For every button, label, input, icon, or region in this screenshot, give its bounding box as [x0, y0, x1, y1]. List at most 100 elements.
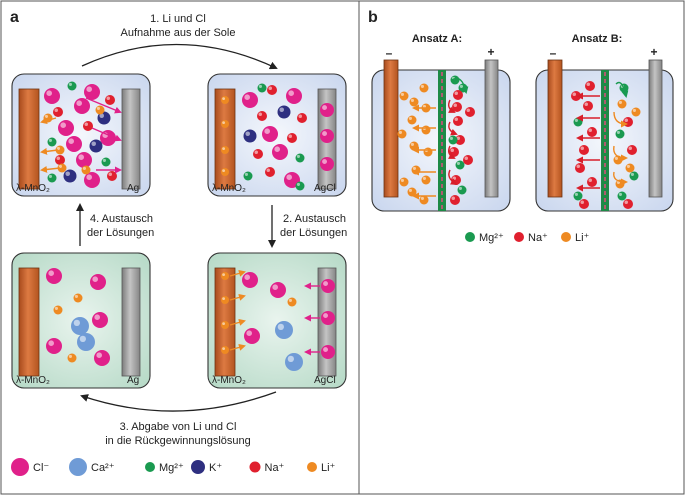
ion-migration-arrow — [85, 97, 122, 114]
legend-label: Na⁺ — [265, 462, 285, 474]
electrode-mno2 — [214, 88, 236, 190]
sodium-ion — [55, 155, 65, 165]
chloride-ion — [286, 88, 302, 104]
step3-arrow — [80, 391, 277, 412]
ion-highlight — [102, 158, 107, 162]
ion-highlight — [420, 84, 424, 89]
sodium-ion — [587, 127, 597, 137]
ion-migration-arrow — [40, 165, 61, 173]
ion-highlight — [459, 84, 463, 89]
ion-migration-arrow — [40, 117, 57, 124]
potassium-ion — [89, 139, 103, 153]
ion-highlight — [454, 117, 458, 121]
magnesium-ion — [457, 185, 467, 195]
ion-highlight — [48, 340, 54, 347]
magnesium-ion — [573, 191, 583, 201]
legend-label: Ca²⁺ — [91, 462, 115, 474]
chloride-ion — [58, 120, 74, 136]
ion-migration-arrow — [613, 111, 628, 128]
ion-highlight — [412, 166, 416, 170]
ion-highlight — [65, 171, 70, 177]
chloride-ion — [272, 144, 288, 160]
ion-highlight — [222, 297, 226, 300]
lithium-ion — [81, 165, 91, 175]
ion-highlight — [46, 90, 52, 96]
magnesium-ion — [295, 153, 305, 163]
ion-highlight — [264, 128, 271, 134]
legend-swatch — [191, 460, 205, 474]
lithium-ion — [67, 353, 77, 363]
ion-highlight — [322, 105, 327, 111]
ion-migration-arrow — [91, 127, 122, 142]
panel-a-letter: a — [10, 9, 19, 26]
ion-highlight — [632, 108, 636, 113]
ion-highlight — [323, 281, 328, 286]
lithium-ion — [221, 321, 229, 329]
ion-highlight — [48, 138, 52, 142]
ion-highlight — [454, 91, 458, 95]
sodium-ion — [105, 95, 115, 105]
calcium-ion — [285, 353, 303, 371]
ion-highlight — [222, 121, 226, 124]
sodium-ion — [587, 177, 597, 187]
lithium-ion — [221, 346, 229, 354]
ion-migration-arrow — [615, 81, 629, 98]
ion-highlight — [323, 347, 328, 352]
ion-highlight — [616, 130, 620, 134]
cell1-right-label: Ag — [127, 183, 139, 194]
ion-highlight — [584, 102, 588, 106]
potassium-ion — [277, 105, 291, 119]
ion-highlight — [466, 108, 470, 112]
legend-swatch — [69, 458, 87, 476]
ion-highlight — [452, 176, 456, 180]
ion-highlight — [572, 92, 576, 96]
magnesium-ion — [243, 171, 253, 181]
ion-highlight — [222, 169, 226, 173]
ion-highlight — [258, 84, 262, 89]
magnesium-ion — [47, 137, 57, 147]
lithium-ion — [419, 83, 429, 93]
legend-swatch — [514, 232, 524, 242]
ion-migration-arrow — [448, 169, 458, 186]
sodium-ion — [453, 90, 463, 100]
ion-highlight — [624, 200, 628, 204]
step4-line2: der Lösungen — [87, 227, 154, 239]
lithium-ion — [73, 293, 83, 303]
chloride-ion — [321, 279, 335, 293]
step1-line2: Aufnahme aus der Sole — [121, 27, 236, 39]
ion-highlight — [298, 114, 302, 118]
ion-highlight — [410, 142, 414, 146]
chloride-ion — [44, 88, 60, 104]
lithium-ion — [221, 120, 229, 128]
ion-highlight — [56, 146, 60, 150]
ion-highlight — [76, 100, 82, 106]
lithium-ion — [617, 99, 627, 109]
electrode-minus — [383, 59, 399, 198]
ion-highlight — [574, 118, 578, 123]
electrode-plus — [648, 59, 663, 198]
ion-highlight — [618, 192, 622, 196]
ion-migration-arrow — [229, 319, 246, 326]
electrode-ag — [121, 267, 141, 377]
chloride-ion — [94, 350, 110, 366]
ion-highlight — [94, 314, 100, 321]
chloride-ion — [66, 136, 82, 152]
sodium-ion — [53, 107, 63, 117]
sodium-ion — [253, 149, 263, 159]
legend-swatch — [249, 461, 261, 473]
ion-highlight — [323, 313, 328, 318]
sodium-ion — [287, 133, 297, 143]
sodium-ion — [453, 116, 463, 126]
cell3-right-label: Ag — [127, 375, 139, 386]
calcium-ion — [77, 333, 95, 351]
setup-a-cell — [371, 59, 511, 212]
ion-migration-arrow — [447, 145, 456, 159]
lithium-ion — [95, 105, 105, 115]
sodium-ion — [579, 145, 589, 155]
sodium-ion — [107, 171, 117, 181]
ion-highlight — [580, 146, 584, 150]
legend-label: Li⁺ — [575, 232, 590, 244]
magnesium-ion — [573, 117, 583, 127]
ion-highlight — [296, 154, 300, 158]
